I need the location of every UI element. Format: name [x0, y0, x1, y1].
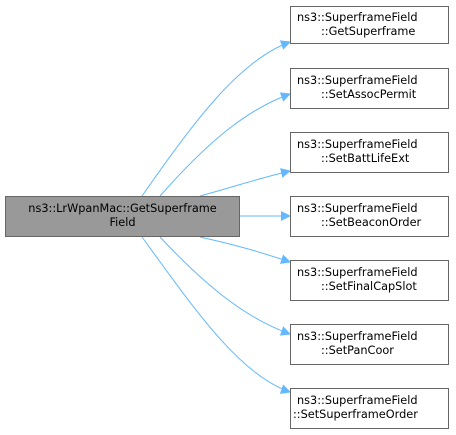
callee-line1: ns3::SuperframeField: [297, 202, 418, 215]
callee-line1: ns3::SuperframeField: [297, 266, 418, 279]
callee-line1: ns3::SuperframeField: [297, 394, 418, 407]
callee-node-setassocpermit[interactable]: ns3::SuperframeField ::SetAssocPermit: [290, 68, 449, 109]
callee-line2: ::GetSuperframe: [321, 25, 416, 38]
callee-line2: ::SetBattLifeExt: [321, 152, 410, 165]
callee-line2: ::SetBeaconOrder: [321, 216, 422, 229]
edge-setsuperframeorder: [141, 236, 291, 394]
callee-line2: ::SetPanCoor: [321, 344, 394, 357]
source-node[interactable]: ns3::LrWpanMac::GetSuperframe Field: [5, 196, 240, 237]
callee-node-setbeaconorder[interactable]: ns3::SuperframeField ::SetBeaconOrder: [290, 196, 449, 237]
edge-getsuperframe: [141, 40, 291, 197]
source-node-line2: Field: [109, 216, 136, 229]
callee-line1: ns3::SuperframeField: [297, 74, 418, 87]
callee-line2: ::SetFinalCapSlot: [321, 280, 417, 293]
callee-line1: ns3::SuperframeField: [297, 11, 418, 24]
callee-node-setbattlifeext[interactable]: ns3::SuperframeField ::SetBattLifeExt: [290, 132, 449, 173]
edge-setassocpermit: [159, 92, 291, 197]
callee-line1: ns3::SuperframeField: [297, 138, 418, 151]
edge-setbattlifeext: [199, 168, 291, 197]
callee-node-setfinalcapslot[interactable]: ns3::SuperframeField ::SetFinalCapSlot: [290, 260, 449, 301]
callee-node-getsuperframe[interactable]: ns3::SuperframeField ::GetSuperframe: [290, 6, 449, 44]
edge-setpancoor: [159, 236, 291, 336]
callee-node-setpancoor[interactable]: ns3::SuperframeField ::SetPanCoor: [290, 324, 449, 365]
edge-setfinalcapslot: [199, 236, 291, 264]
callee-line2: ::SetSuperframeOrder: [293, 408, 418, 421]
callee-node-setsuperframeorder[interactable]: ns3::SuperframeField ::SetSuperframeOrde…: [290, 388, 449, 429]
callee-line2: ::SetAssocPermit: [321, 88, 417, 101]
source-node-line1: ns3::LrWpanMac::GetSuperframe: [28, 202, 217, 215]
callee-line1: ns3::SuperframeField: [297, 330, 418, 343]
